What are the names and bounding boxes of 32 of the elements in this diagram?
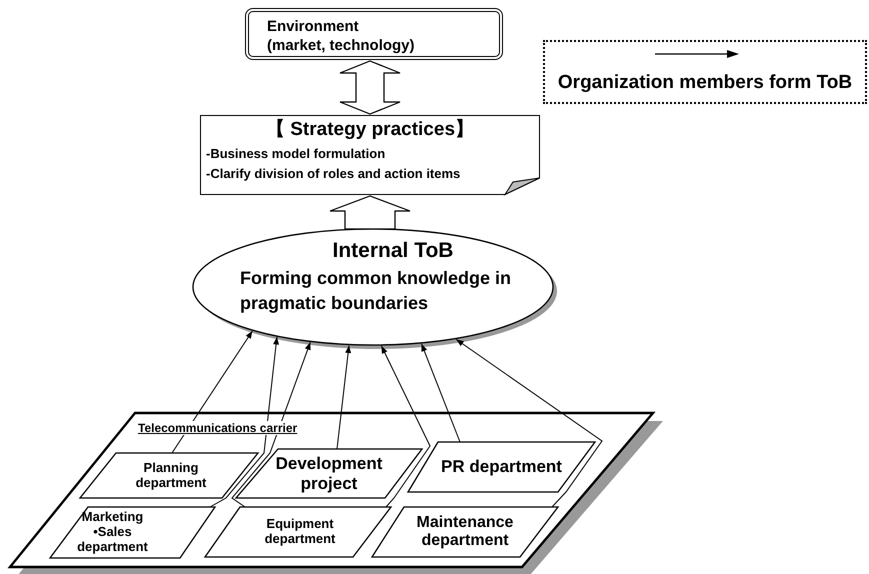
department-box <box>408 442 595 492</box>
legend-text: Organization members form ToB <box>556 72 854 94</box>
list-item-text: -Business model formulation <box>205 145 386 163</box>
department-name: Development project <box>274 454 384 494</box>
arrow <box>456 338 603 508</box>
heading-text: 【 Strategy practices】 <box>264 118 476 142</box>
arrow <box>172 330 253 454</box>
department-name: Equipment department <box>264 517 336 547</box>
department-name: PR department <box>440 457 563 477</box>
body-text: Forming common knowledge in pragmatic boundaries <box>240 267 512 315</box>
block-arrow <box>329 195 411 230</box>
panel-title: Telecommunications carrier <box>138 421 298 435</box>
carrier-panel <box>10 413 665 574</box>
department-box <box>50 507 215 558</box>
block-arrow <box>339 60 401 115</box>
heading-text: Internal ToB <box>332 238 454 263</box>
list-item-text: -Clarify division of roles and action items <box>205 165 462 183</box>
arrow <box>210 336 280 508</box>
department-box <box>80 453 258 498</box>
environment-box: Environment (market, technology) <box>245 8 503 60</box>
department-box <box>372 507 558 557</box>
department-name: Maintenance department <box>416 514 514 550</box>
arrow <box>421 343 460 442</box>
department-name: Marketing •Sales department <box>76 510 149 555</box>
arrow <box>380 345 431 508</box>
department-name: Planning department <box>134 460 208 490</box>
arrow <box>336 345 352 450</box>
department-box <box>236 449 422 498</box>
department-box <box>205 507 391 557</box>
arrow <box>231 342 311 508</box>
note-box <box>200 115 540 195</box>
ellipse-bubble <box>192 228 554 346</box>
